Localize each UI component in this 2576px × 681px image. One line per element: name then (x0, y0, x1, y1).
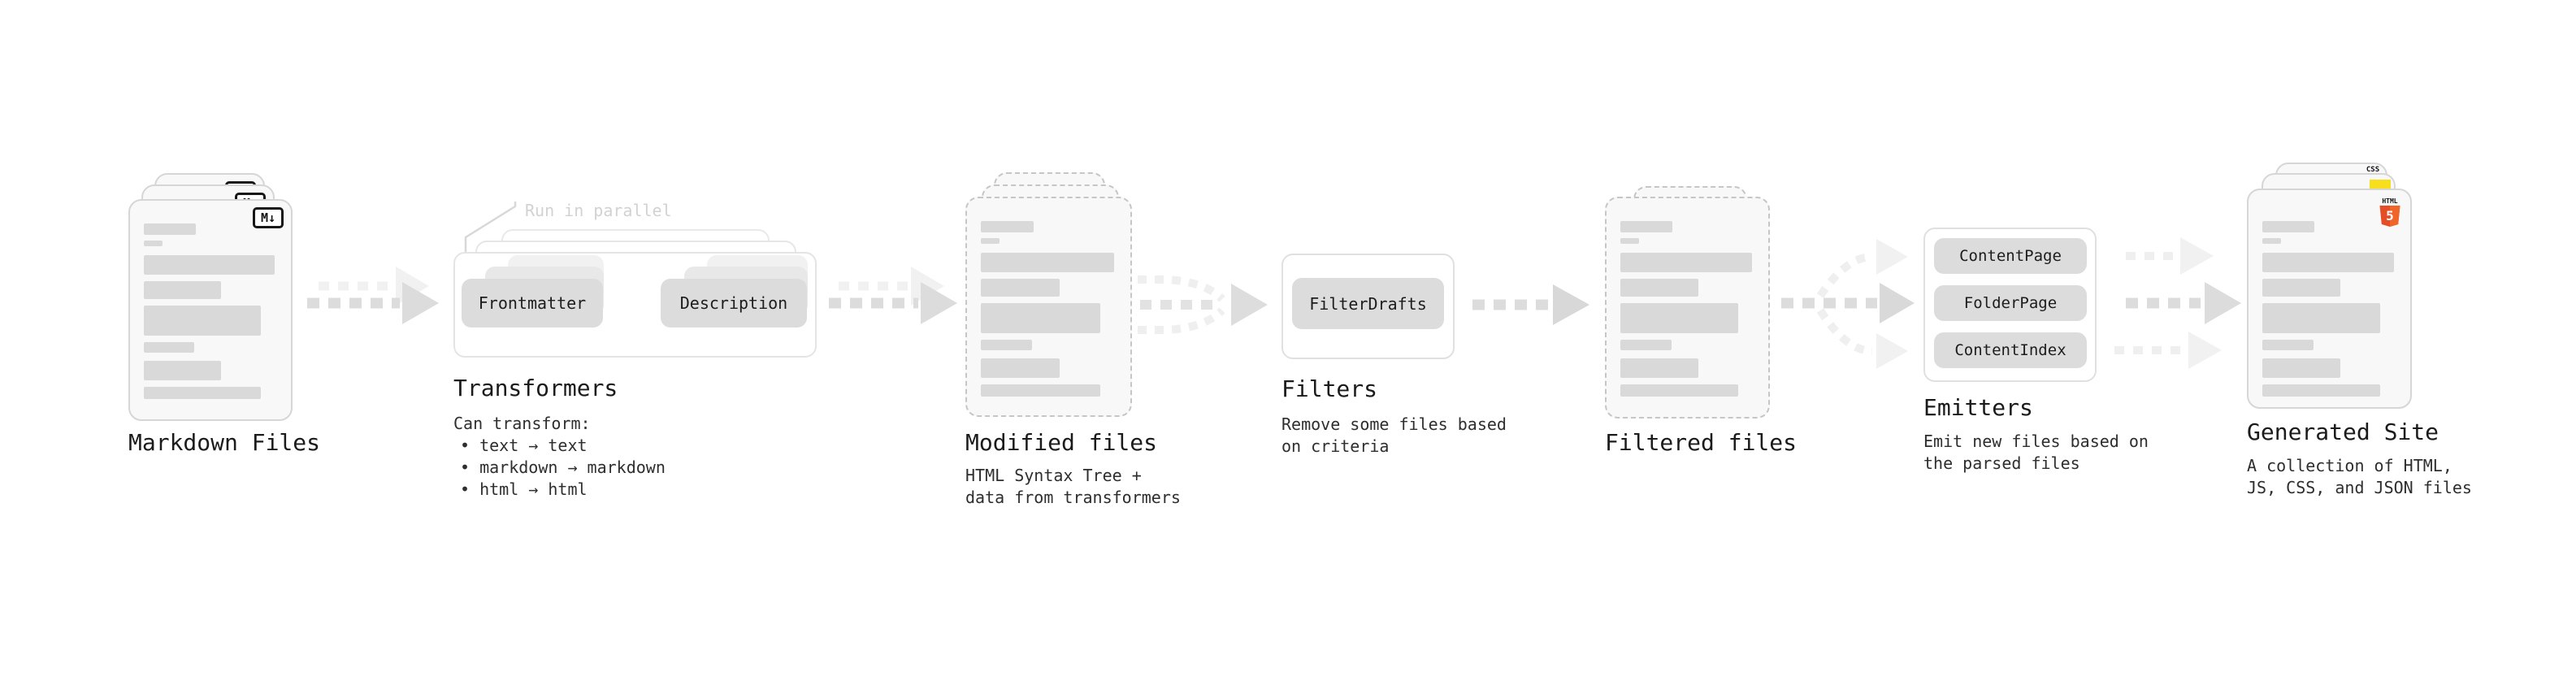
placeholder-line (144, 223, 196, 235)
placeholder-line (2262, 384, 2381, 397)
filters-description: Remove some files based on criteria (1281, 414, 1507, 458)
can-transform-intro: Can transform: (453, 414, 591, 433)
html5-shield-right (2390, 206, 2400, 227)
html5-number: 5 (2386, 208, 2394, 223)
placeholder-line (1620, 303, 1739, 333)
placeholder-line (2262, 340, 2314, 350)
arrow-filtered-to-emitters (1781, 239, 1915, 369)
placeholder-line (2262, 221, 2315, 232)
transformers-description: Can transform: • text → text • markdown … (453, 413, 666, 501)
generated-file-html: HTML 5 (2247, 189, 2412, 409)
generated-site-description: A collection of HTML, JS, CSS, and JSON … (2247, 455, 2472, 499)
html5-wordmark: HTML (2382, 197, 2397, 205)
placeholder-line (1620, 279, 1698, 297)
run-in-parallel-note: Run in parallel (525, 201, 672, 220)
contentindex-emitter-box: ContentIndex (1934, 332, 2087, 368)
bullet-text-to-text: • text → text (460, 436, 588, 455)
modified-files-label: Modified files (965, 429, 1158, 456)
document-placeholder-lines (144, 223, 277, 399)
transformers-label: Transformers (453, 375, 618, 401)
emitters-description: Emit new files based on the parsed files (1923, 431, 2149, 475)
placeholder-line (1620, 221, 1673, 232)
html5-icon: HTML 5 (2379, 197, 2400, 227)
document-placeholder-lines (1620, 221, 1754, 397)
frontmatter-transformer-box: Frontmatter (462, 279, 603, 327)
placeholder-line (144, 255, 275, 275)
description-line: the parsed files (1923, 453, 2080, 473)
placeholder-line (144, 387, 262, 399)
description-line: A collection of HTML, (2247, 456, 2452, 475)
arrow-filters-to-filtered (1472, 284, 1589, 325)
modified-files-description: HTML Syntax Tree + data from transformer… (965, 465, 1181, 509)
description-line: Emit new files based on (1923, 432, 2149, 451)
description-line: data from transformers (965, 488, 1181, 507)
description-line: HTML Syntax Tree + (965, 466, 1142, 485)
placeholder-line (1620, 340, 1672, 350)
placeholder-line (144, 241, 163, 246)
markdown-icon: M↓ (253, 207, 284, 228)
bullet-html-to-html: • html → html (460, 479, 588, 499)
placeholder-line (981, 384, 1100, 397)
description-transformer-box: Description (661, 279, 807, 327)
description-line: Remove some files based (1281, 414, 1507, 434)
placeholder-line (144, 342, 195, 353)
placeholder-line (1620, 238, 1640, 244)
contentpage-emitter-box: ContentPage (1934, 238, 2087, 274)
placeholder-line (2262, 279, 2340, 297)
placeholder-line (981, 238, 1000, 244)
placeholder-line (981, 340, 1033, 350)
markdown-files-label: Markdown Files (128, 429, 321, 456)
placeholder-line (144, 361, 222, 380)
arrow-modified-to-filters (1138, 275, 1268, 334)
filters-label: Filters (1281, 375, 1378, 402)
arrow-markdown-to-transformers (307, 267, 439, 324)
arrow-emitters-to-generated (2114, 237, 2241, 369)
generated-site-label: Generated Site (2247, 419, 2439, 445)
arrow-transformers-to-modified (829, 267, 957, 324)
document-placeholder-lines (2262, 221, 2396, 397)
placeholder-line (981, 253, 1114, 272)
css-badge-text: CSS (2366, 166, 2380, 174)
placeholder-line (2262, 303, 2381, 333)
folderpage-emitter-box: FolderPage (1934, 285, 2087, 321)
document-placeholder-lines (981, 221, 1117, 397)
filtered-files-label: Filtered files (1605, 429, 1798, 456)
markdown-file-front: M↓ (128, 199, 293, 421)
placeholder-line (981, 303, 1100, 333)
placeholder-line (1620, 384, 1739, 397)
placeholder-line (981, 358, 1060, 378)
placeholder-line (1620, 253, 1752, 272)
description-line: on criteria (1281, 436, 1390, 456)
description-line: JS, CSS, and JSON files (2247, 478, 2472, 497)
placeholder-line (144, 306, 262, 336)
placeholder-line (2262, 253, 2394, 272)
placeholder-line (981, 221, 1034, 232)
placeholder-line (1620, 358, 1698, 378)
filtered-file-front (1605, 197, 1770, 419)
placeholder-line (144, 281, 222, 299)
modified-file-front (965, 197, 1132, 417)
bullet-markdown-to-markdown: • markdown → markdown (460, 458, 666, 477)
placeholder-line (2262, 358, 2340, 378)
filterdrafts-box: FilterDrafts (1292, 278, 1444, 329)
emitters-label: Emitters (1923, 394, 2033, 421)
placeholder-line (981, 279, 1060, 297)
placeholder-line (2262, 238, 2282, 244)
